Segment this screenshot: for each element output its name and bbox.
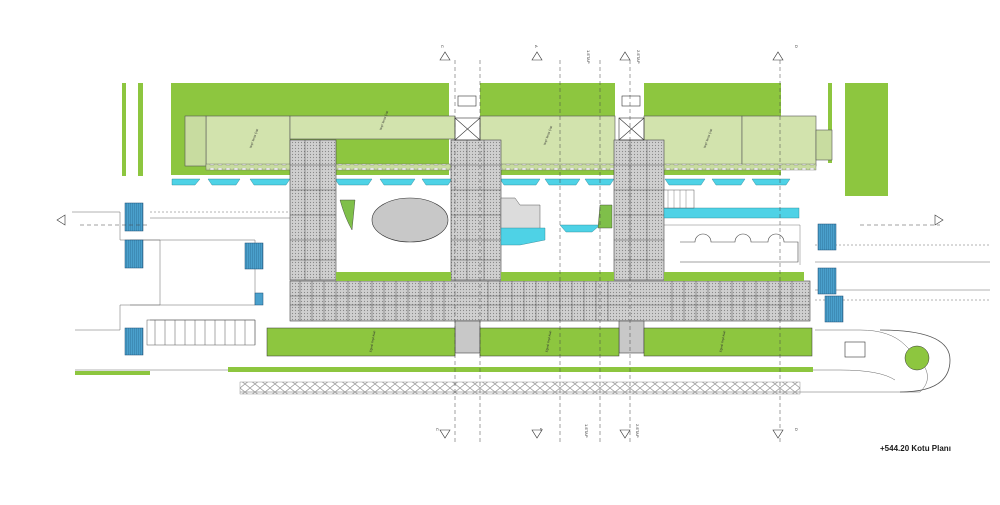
section-mark-1etap-bottom: 1.ETAP bbox=[584, 424, 589, 438]
zone-labels: Yeşil Teras Çatı Yeşil Teras Çatı Yeşil … bbox=[248, 110, 726, 353]
core-boxes bbox=[454, 95, 645, 141]
section-mark-d-bottom: D bbox=[794, 428, 799, 431]
north-green-label-2: Yeşil Teras Çatı bbox=[378, 110, 389, 131]
north-green-label-1: Yeşil Teras Çatı bbox=[248, 128, 259, 149]
terrace-roofs bbox=[184, 115, 833, 167]
zigzag-walkway bbox=[239, 381, 801, 395]
section-mark-2etap-top: 2.ETAP bbox=[636, 50, 641, 64]
south-green-label-1: Eğimli Yeşil Alan bbox=[369, 330, 377, 353]
plan-caption: +544.20 Kotu Planı bbox=[880, 444, 951, 453]
south-green-label-3: Eğimli Yeşil Alan bbox=[719, 330, 727, 353]
south-green-label-2: Eğimli Yeşil Alan bbox=[545, 330, 553, 353]
roundabout bbox=[844, 329, 951, 393]
north-water-channel bbox=[171, 178, 791, 186]
east-wing bbox=[663, 189, 801, 265]
south-green-lawn bbox=[75, 327, 813, 375]
section-mark-a-bottom: A bbox=[539, 428, 544, 431]
section-mark-c-bottom: C bbox=[435, 428, 440, 431]
section-mark-c-top: C bbox=[440, 45, 445, 48]
section-lines bbox=[80, 60, 940, 445]
section-mark-labels: C A 1.ETAP 2.ETAP D C A 1.ETAP 2.ETAP D bbox=[435, 45, 799, 438]
section-markers bbox=[56, 51, 944, 439]
section-mark-d-top: D bbox=[794, 45, 799, 48]
north-green-label-3: Yeşil Teras Çatı bbox=[542, 125, 553, 146]
building-wings bbox=[289, 139, 811, 354]
stair-blocks bbox=[124, 202, 844, 356]
section-mark-1etap-top: 1.ETAP bbox=[586, 50, 591, 64]
section-mark-2etap-bottom: 2.ETAP bbox=[635, 424, 640, 438]
parapet-crenellation bbox=[205, 163, 817, 171]
room-divisions bbox=[290, 140, 810, 321]
courtyard bbox=[336, 197, 804, 281]
north-green-label-4: Yeşil Teras Çatı bbox=[702, 128, 713, 149]
section-mark-a-top: A bbox=[534, 45, 539, 48]
west-structures bbox=[146, 319, 256, 346]
